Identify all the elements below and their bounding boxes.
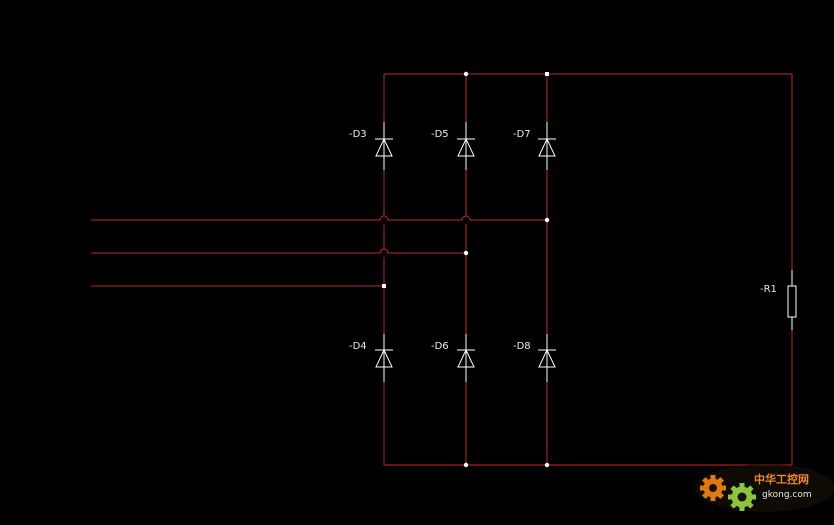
- junction-dot: [545, 72, 549, 76]
- label-d8: -D8: [513, 341, 531, 352]
- junction-dot: [463, 462, 469, 468]
- label-d3: -D3: [349, 129, 367, 140]
- watermark-site-cn: 中华工控网: [754, 472, 809, 486]
- label-d5: -D5: [431, 129, 449, 140]
- wires: [91, 73, 793, 466]
- diode-d3: [375, 122, 393, 170]
- junction-dot: [544, 462, 550, 468]
- diode-d4: [375, 334, 393, 382]
- junction-dot: [382, 284, 386, 288]
- label-d6: -D6: [431, 341, 449, 352]
- input-line-1: [91, 215, 547, 221]
- diode-d6: [457, 334, 475, 382]
- diode-d8: [538, 334, 556, 382]
- label-r1: -R1: [760, 284, 777, 295]
- diode-d5: [457, 122, 475, 170]
- label-d7: -D7: [513, 129, 531, 140]
- gear-icon: [728, 483, 756, 511]
- watermark-site-en: gkong.com: [762, 490, 812, 500]
- junction-dot: [463, 250, 469, 256]
- resistor-r1: [787, 270, 797, 330]
- junctions: [382, 71, 550, 468]
- junction-dot: [463, 71, 469, 77]
- diode-d7: [538, 122, 556, 170]
- label-d4: -D4: [349, 341, 367, 352]
- gear-icon: [700, 475, 726, 501]
- junction-dot: [544, 217, 550, 223]
- input-line-2: [91, 248, 466, 254]
- watermark-logo: 中华工控网 gkong.com: [695, 464, 834, 512]
